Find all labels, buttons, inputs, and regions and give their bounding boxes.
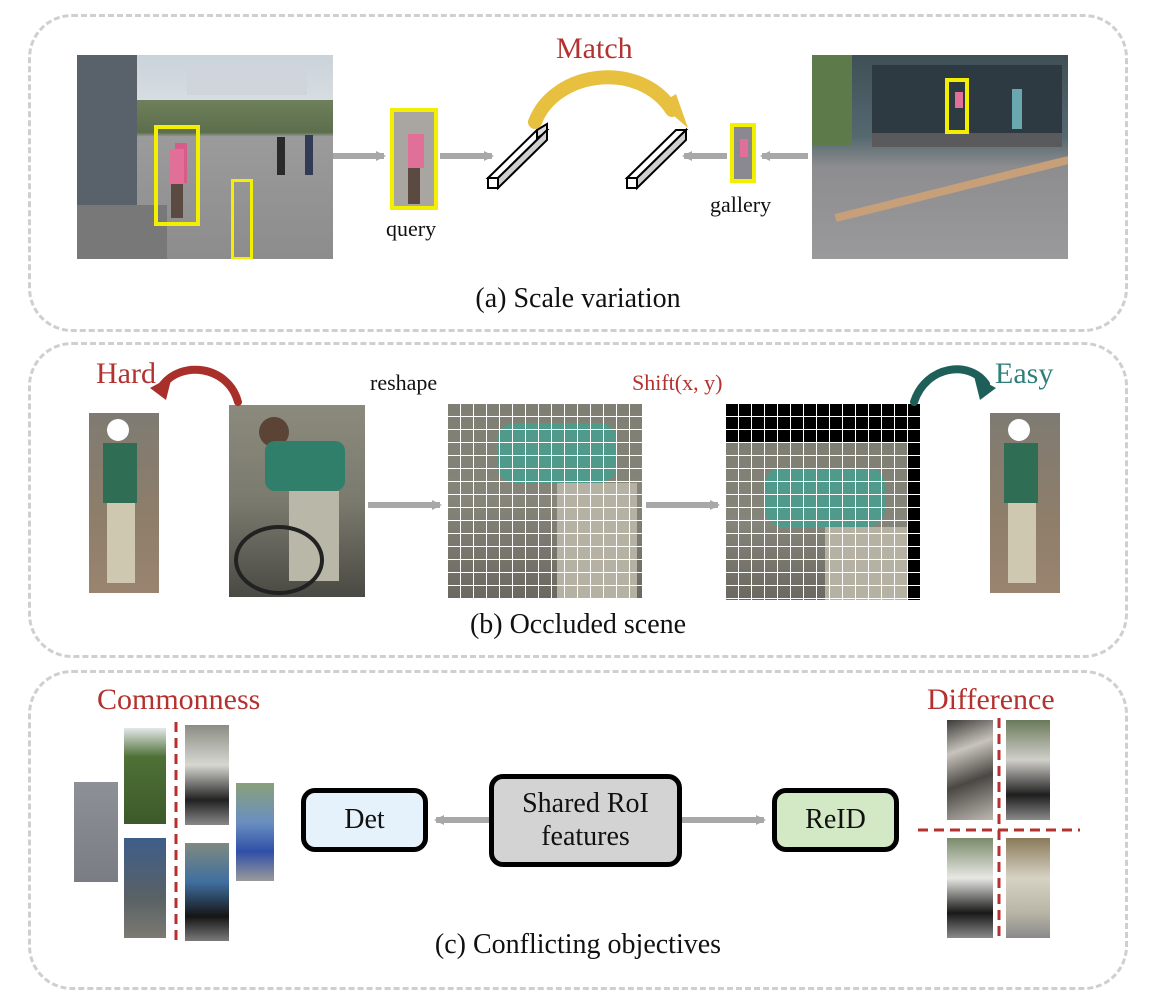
det-box: Det	[301, 788, 428, 852]
crop-tree	[124, 728, 166, 824]
gallery-box-highlight	[945, 78, 969, 134]
reshape-label: reshape	[370, 370, 438, 395]
crop-person-1	[185, 725, 229, 825]
crop-diff-4	[1006, 838, 1050, 938]
person-crop-hard	[89, 413, 159, 593]
easy-curved-arrow	[910, 365, 990, 406]
caption-occluded-scene: (b) Occluded scene	[469, 609, 687, 640]
shift-label: Shift(x, y)	[632, 370, 723, 395]
gallery-crop	[730, 123, 756, 183]
crop-person-3	[185, 843, 229, 941]
query-label: query	[386, 216, 437, 241]
street-scene-photo-left	[77, 55, 333, 259]
crop-building	[74, 782, 118, 882]
occluded-person-crop	[229, 405, 365, 597]
crop-diff-2	[1006, 720, 1050, 820]
panel-occluded-scene: (b) Occluded scene	[28, 342, 1128, 658]
feature-bar-query	[485, 122, 550, 191]
reshaped-feature-grid	[447, 403, 642, 599]
hard-label: Hard	[96, 357, 156, 390]
crop-person-2	[236, 783, 274, 881]
panel-conflicting-objectives: (c) Conflicting objectives	[28, 670, 1128, 990]
hard-curved-arrow	[158, 365, 242, 406]
shifted-feature-grid	[725, 403, 921, 600]
feature-bar-gallery	[624, 127, 689, 191]
easy-label: Easy	[995, 357, 1054, 390]
reid-box: ReID	[772, 788, 899, 852]
person-crop-easy	[990, 413, 1060, 593]
difference-label: Difference	[927, 683, 1055, 716]
query-box-highlight	[154, 125, 200, 226]
match-label: Match	[556, 32, 633, 65]
shared-roi-box: Shared RoI features	[489, 774, 682, 867]
crop-sign	[124, 838, 166, 938]
query-crop	[390, 108, 438, 210]
crop-diff-3	[947, 838, 993, 938]
caption-scale-variation: (a) Scale variation	[475, 283, 681, 314]
gallery-label: gallery	[710, 192, 772, 217]
commonness-label: Commonness	[97, 683, 261, 716]
crop-diff-1	[947, 720, 993, 820]
match-arrow	[528, 70, 679, 129]
caption-conflicting-objectives: (c) Conflicting objectives	[434, 929, 722, 960]
panel-scale-variation: (a) Scale variation	[28, 14, 1128, 332]
